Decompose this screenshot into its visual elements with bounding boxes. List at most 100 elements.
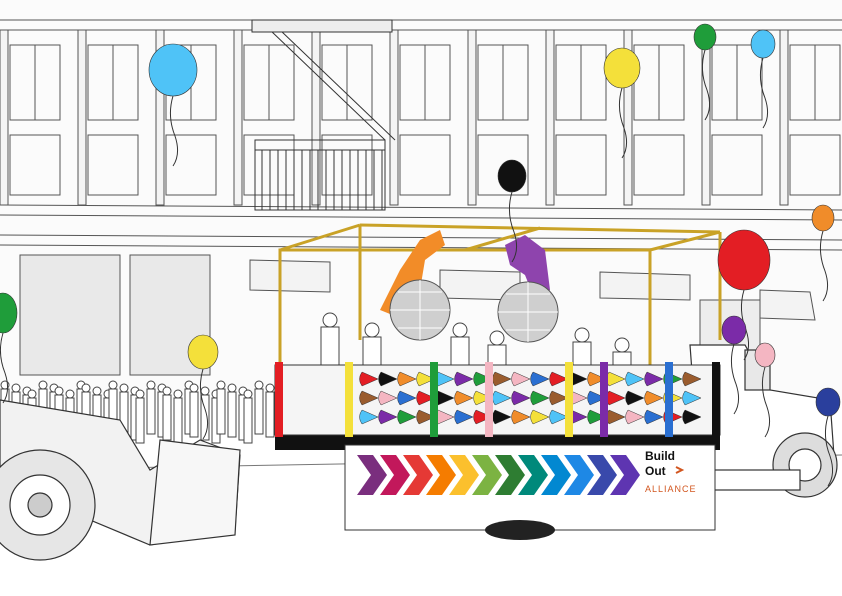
cone bbox=[530, 371, 550, 387]
facade-column bbox=[77, 29, 87, 206]
balloon-string bbox=[759, 57, 769, 129]
facade-column bbox=[545, 29, 555, 206]
chevron bbox=[518, 455, 548, 495]
upper-window bbox=[87, 134, 139, 196]
balloon-string bbox=[730, 343, 740, 415]
crowd-person-head bbox=[227, 383, 237, 393]
upper-window bbox=[477, 134, 529, 196]
crowd-person-body bbox=[189, 391, 199, 438]
truck-cab bbox=[689, 344, 838, 498]
cone bbox=[587, 409, 607, 425]
upper-window bbox=[633, 134, 685, 196]
rider-head bbox=[364, 322, 380, 338]
upper-window bbox=[399, 134, 451, 196]
cone bbox=[682, 371, 702, 387]
crowd-person-body bbox=[146, 388, 156, 435]
cone bbox=[378, 409, 398, 425]
cone bbox=[530, 390, 550, 406]
crowd-person-head bbox=[162, 386, 172, 396]
rider-head bbox=[489, 330, 505, 346]
rider-head bbox=[452, 322, 468, 338]
crowd-person-head bbox=[146, 380, 156, 390]
float-post bbox=[485, 362, 493, 437]
cone bbox=[378, 371, 398, 387]
balloon-string bbox=[0, 332, 9, 404]
chevron bbox=[587, 455, 617, 495]
upper-window bbox=[555, 134, 607, 196]
cone bbox=[397, 409, 417, 425]
rider-head bbox=[614, 337, 630, 353]
crowd-person-body bbox=[254, 388, 264, 435]
cone bbox=[454, 371, 474, 387]
crowd-person-head bbox=[38, 380, 48, 390]
balloon bbox=[811, 204, 835, 232]
facade-column bbox=[155, 29, 165, 206]
chevron bbox=[495, 455, 525, 495]
cone bbox=[511, 390, 531, 406]
cone bbox=[587, 390, 607, 406]
chevron bbox=[564, 455, 594, 495]
brand-line-3: ALLIANCE bbox=[645, 484, 697, 494]
crowd-person-body bbox=[265, 391, 275, 438]
cone bbox=[416, 390, 436, 406]
balloon-string bbox=[618, 87, 628, 159]
balloon bbox=[693, 23, 717, 51]
crowd-person-head bbox=[189, 383, 199, 393]
crowd-person-body bbox=[162, 394, 172, 441]
cone bbox=[416, 409, 436, 425]
crowd-person-head bbox=[135, 389, 145, 399]
facade-column bbox=[779, 29, 789, 206]
brand-line-1: Build bbox=[645, 449, 675, 463]
chevron bbox=[380, 455, 410, 495]
balloon bbox=[750, 29, 776, 59]
cone bbox=[397, 390, 417, 406]
crowd-person-body bbox=[227, 391, 237, 438]
cone bbox=[359, 390, 379, 406]
cone bbox=[378, 390, 398, 406]
crowd-person-head bbox=[54, 386, 64, 396]
chevron bbox=[403, 455, 433, 495]
facade-column bbox=[311, 29, 321, 206]
crowd-person-head bbox=[108, 380, 118, 390]
cone bbox=[625, 390, 645, 406]
crowd-person-body bbox=[135, 397, 145, 444]
facade-column bbox=[623, 29, 633, 206]
crowd-person-head bbox=[200, 386, 210, 396]
cone bbox=[530, 409, 550, 425]
crowd-person-head bbox=[243, 389, 253, 399]
float-post bbox=[712, 362, 720, 437]
crowd-person-body bbox=[216, 388, 226, 435]
crowd-person-head bbox=[119, 383, 129, 393]
crowd-person-head bbox=[254, 380, 264, 390]
balloon-string bbox=[824, 415, 834, 487]
crowd-person-head bbox=[216, 380, 226, 390]
balloon bbox=[497, 159, 527, 193]
balloon bbox=[0, 292, 18, 334]
float-post bbox=[345, 362, 353, 437]
upper-window bbox=[9, 134, 61, 196]
balloon bbox=[754, 342, 776, 368]
chevron bbox=[449, 455, 479, 495]
chevron bbox=[610, 455, 640, 495]
balloon bbox=[148, 43, 198, 97]
float-banner: Build Out ALLIANCE bbox=[344, 444, 716, 531]
cone bbox=[549, 390, 569, 406]
cone bbox=[416, 371, 436, 387]
balloon-string bbox=[508, 191, 518, 263]
upper-window bbox=[789, 134, 841, 196]
cone bbox=[549, 409, 569, 425]
chevron bbox=[357, 455, 387, 495]
balloon-string bbox=[169, 95, 179, 167]
cone bbox=[644, 409, 664, 425]
balloons bbox=[0, 23, 841, 487]
upper-window bbox=[165, 134, 217, 196]
brand-line-2: Out bbox=[645, 464, 666, 478]
facade-column bbox=[389, 29, 399, 206]
chevron bbox=[472, 455, 502, 495]
balloon bbox=[603, 47, 641, 89]
cone bbox=[549, 371, 569, 387]
crowd-person-head bbox=[265, 383, 275, 393]
cone bbox=[511, 371, 531, 387]
cone bbox=[473, 409, 493, 425]
